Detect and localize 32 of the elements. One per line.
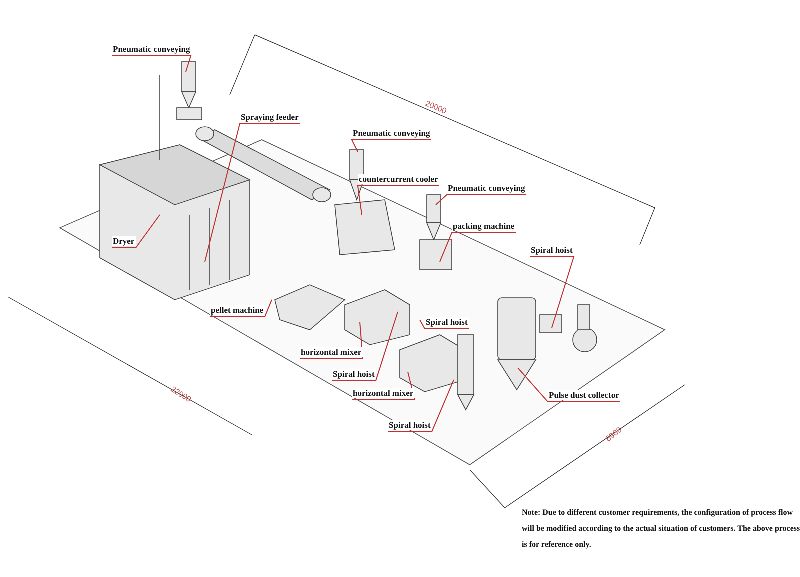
- dimension-text: 20000: [424, 99, 448, 116]
- callout-label: horizontal mixer: [352, 388, 415, 398]
- leader-line: [352, 372, 416, 400]
- note-text: Note: Due to different customer requirements, the configuration of process flow will be modified according to the actual situation of customers. The above process is for reference only.: [522, 507, 800, 551]
- leader-line: [351, 140, 432, 152]
- leader-line: [530, 256, 575, 328]
- leader-line: [436, 194, 526, 206]
- leader-line: [300, 322, 364, 360]
- leader-line: [357, 186, 440, 216]
- leader-line: [518, 368, 620, 402]
- callout-label: Pneumatic conveying: [112, 44, 192, 54]
- callout-label: Spiral hoist: [425, 317, 469, 327]
- callout-label: Pulse dust collector: [548, 390, 620, 400]
- callout-label: Spiral hoist: [388, 420, 432, 430]
- callout-label: horizontal mixer: [300, 347, 363, 357]
- callout-label: Pneumatic conveying: [447, 183, 526, 193]
- leader-line: [210, 300, 272, 318]
- leader-line: [112, 56, 192, 72]
- callout-label: pellet machine: [210, 305, 265, 315]
- leader-line: [420, 320, 470, 330]
- callout-label: Pneumatic conveying: [352, 128, 432, 138]
- leader-line: [112, 214, 160, 248]
- callout-label: Dryer: [112, 236, 136, 246]
- callout-label: Spraying feeder: [240, 112, 300, 122]
- callout-label: countercurrent cooler: [358, 174, 440, 184]
- callout-label: packing machine: [452, 221, 516, 231]
- leader-line: [332, 312, 398, 382]
- leader-line: [440, 232, 516, 262]
- leader-line: [388, 380, 454, 432]
- callout-label: Spiral hoist: [332, 369, 376, 379]
- callout-label: Spiral hoist: [530, 245, 574, 255]
- leader-line: [204, 124, 300, 262]
